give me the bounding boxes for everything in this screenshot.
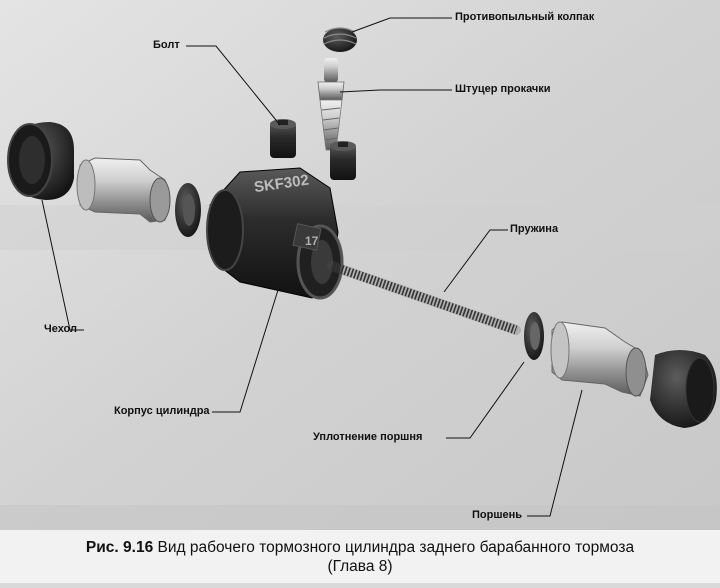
bolt-right-part <box>330 141 356 180</box>
left-piston-part <box>76 157 171 223</box>
leader-spring <box>443 229 508 293</box>
leader-lines <box>41 17 583 517</box>
caption-figure-number: Рис. 9.16 <box>85 539 154 556</box>
label-piston-seal: Уплотнение поршня <box>313 431 423 443</box>
right-piston-part <box>550 321 649 397</box>
caption-area <box>0 530 720 583</box>
leader-dust-cap <box>351 17 452 33</box>
right-boot-part <box>650 350 717 428</box>
label-piston: Поршень <box>472 509 523 521</box>
figure-caption: Рис. 9.16 Вид рабочего тормозного цилинд… <box>0 538 720 576</box>
bleed-through-band <box>0 505 720 530</box>
label-bleed-nipple: Штуцер прокачки <box>455 83 551 95</box>
photo-background <box>0 0 720 530</box>
bolt-left-part <box>270 119 296 158</box>
label-dust-cap: Противопыльный колпак <box>455 11 595 23</box>
bleed-nipple-part <box>317 58 345 151</box>
label-cylinder-body: Корпус цилиндра <box>114 405 210 417</box>
leader-bleed-nipple <box>339 89 452 93</box>
right-seal-part <box>524 312 544 360</box>
leader-cylinder-body <box>212 289 279 413</box>
spring-part <box>327 261 521 335</box>
leader-piston-seal <box>446 361 525 439</box>
label-bolt: Болт <box>153 39 180 51</box>
label-spring: Пружина <box>510 223 559 235</box>
left-seal-part <box>175 183 201 237</box>
body-number-text: 17 <box>305 234 319 248</box>
caption-chapter: (Глава 8) <box>327 558 393 575</box>
caption-text: Вид рабочего тормозного цилиндра заднего… <box>157 539 635 556</box>
cylinder-body-part: SKF302 17 <box>206 167 344 300</box>
left-boot-part <box>7 122 74 200</box>
label-boot: Чехол <box>44 323 77 335</box>
leader-boot <box>41 199 84 331</box>
leader-bolt <box>186 45 281 126</box>
leader-piston <box>527 389 583 517</box>
dust-cap-part <box>323 27 357 52</box>
